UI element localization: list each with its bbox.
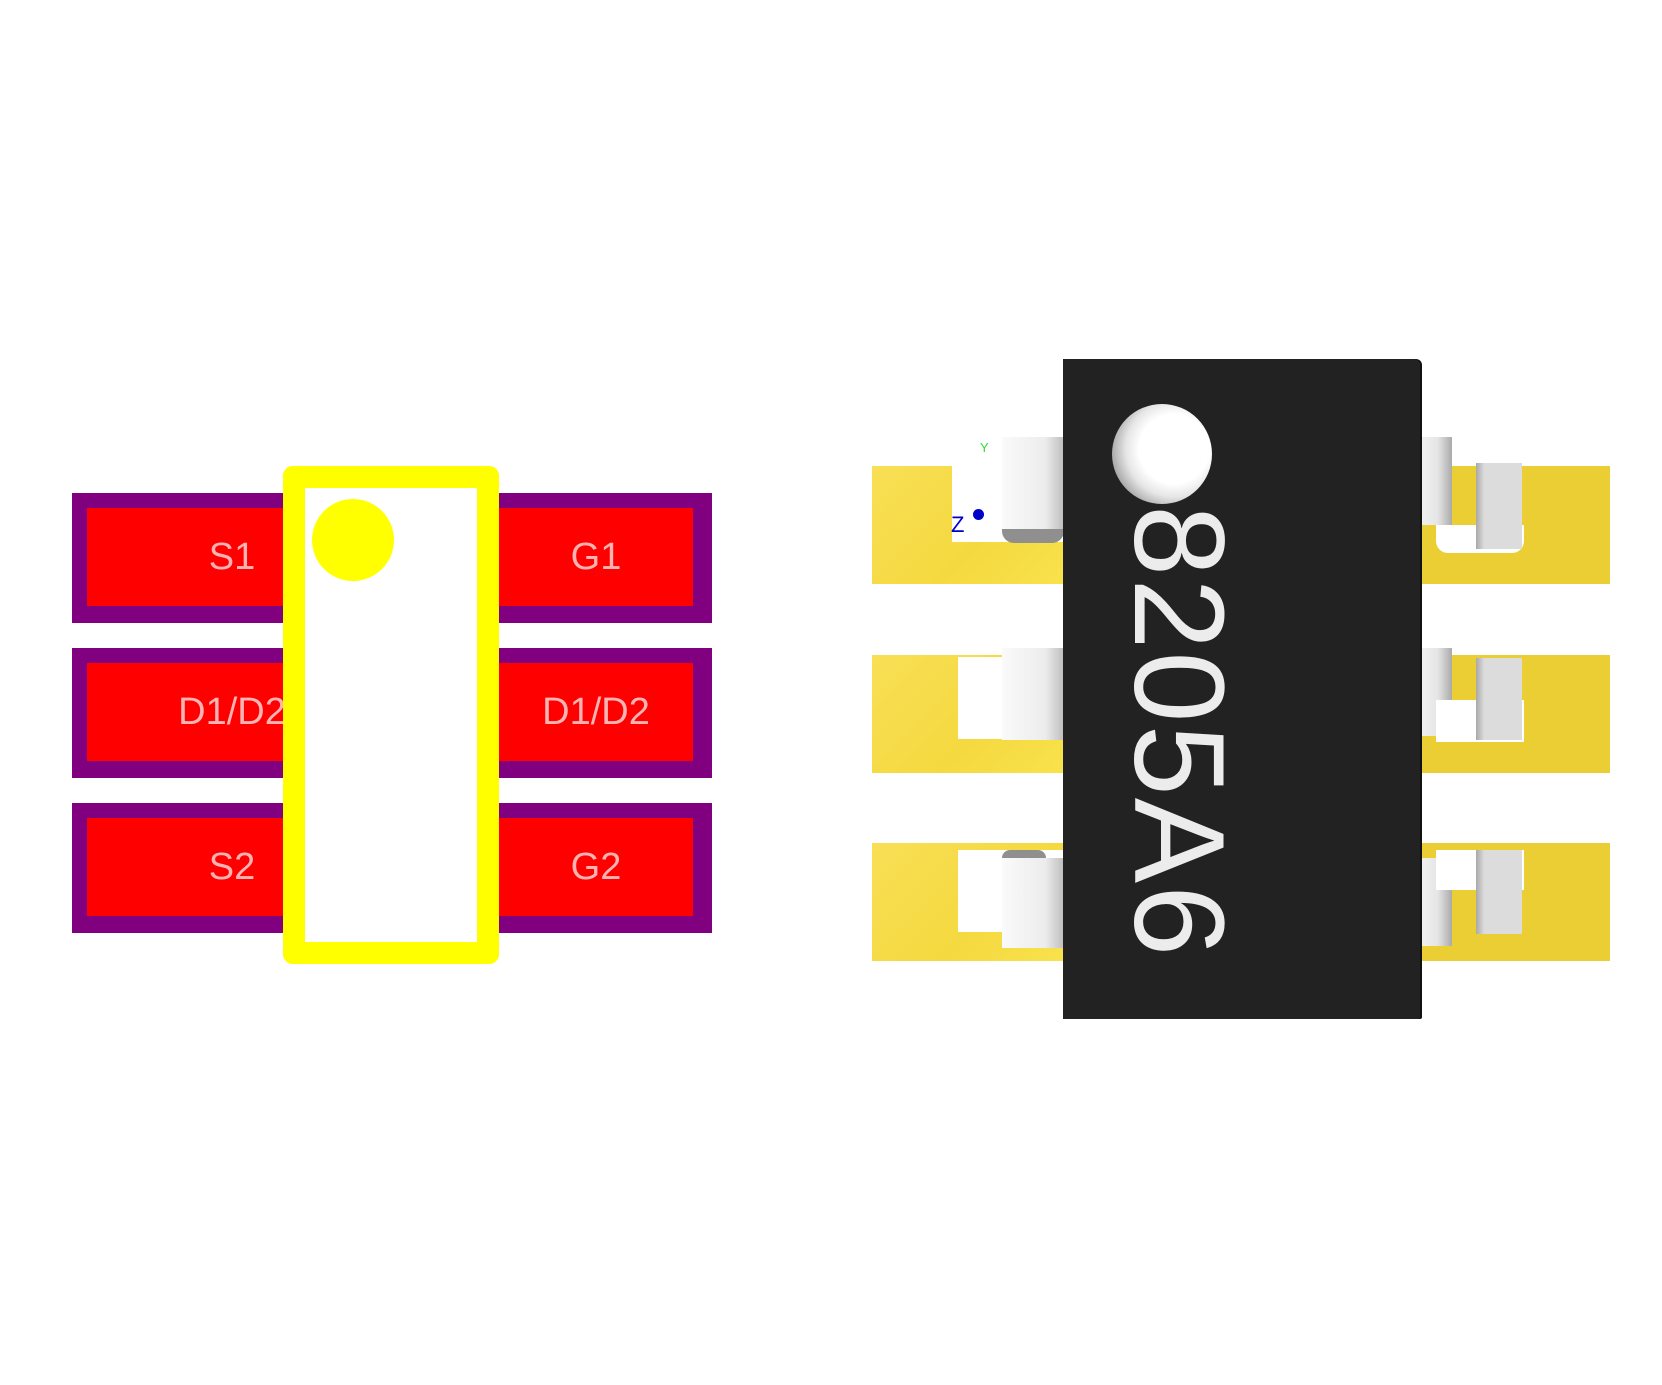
lead-right-1-tip: [1476, 463, 1522, 549]
lead-right-2-tip: [1476, 658, 1522, 740]
lead-right-3-tip: [1476, 850, 1522, 934]
lead-left-3-shadow: [1002, 850, 1046, 858]
pad-label: G1: [570, 535, 622, 578]
pad-g2[interactable]: G2: [499, 818, 693, 916]
lead-right-1-bend: [1420, 437, 1452, 525]
pad-label: D1/D2: [542, 690, 650, 733]
lead-left-1-bend: [1002, 437, 1064, 529]
lead-left-3-bend: [1002, 858, 1064, 948]
axis-z-label: Z: [951, 512, 965, 537]
pin1-indicator-dot: [312, 499, 394, 581]
axis-y-label: Y: [980, 440, 989, 455]
pad-label: S1: [208, 535, 256, 578]
lead-left-1-shadow: [1002, 529, 1064, 543]
silkscreen-right-edge: [477, 466, 499, 964]
pin1-marker-dimple: [1112, 404, 1212, 504]
pad-label: S2: [208, 845, 256, 888]
pad-label: G2: [570, 845, 622, 888]
lead-left-2-bend: [1002, 648, 1064, 740]
axis-origin-icon: [973, 509, 984, 520]
package-marking-text: 8205A6: [1107, 505, 1250, 959]
pad-label: D1/D2: [178, 690, 286, 733]
pad-g1[interactable]: G1: [499, 508, 693, 606]
silkscreen-left-edge: [283, 466, 305, 964]
pad-d1d2-right[interactable]: D1/D2: [499, 663, 693, 761]
